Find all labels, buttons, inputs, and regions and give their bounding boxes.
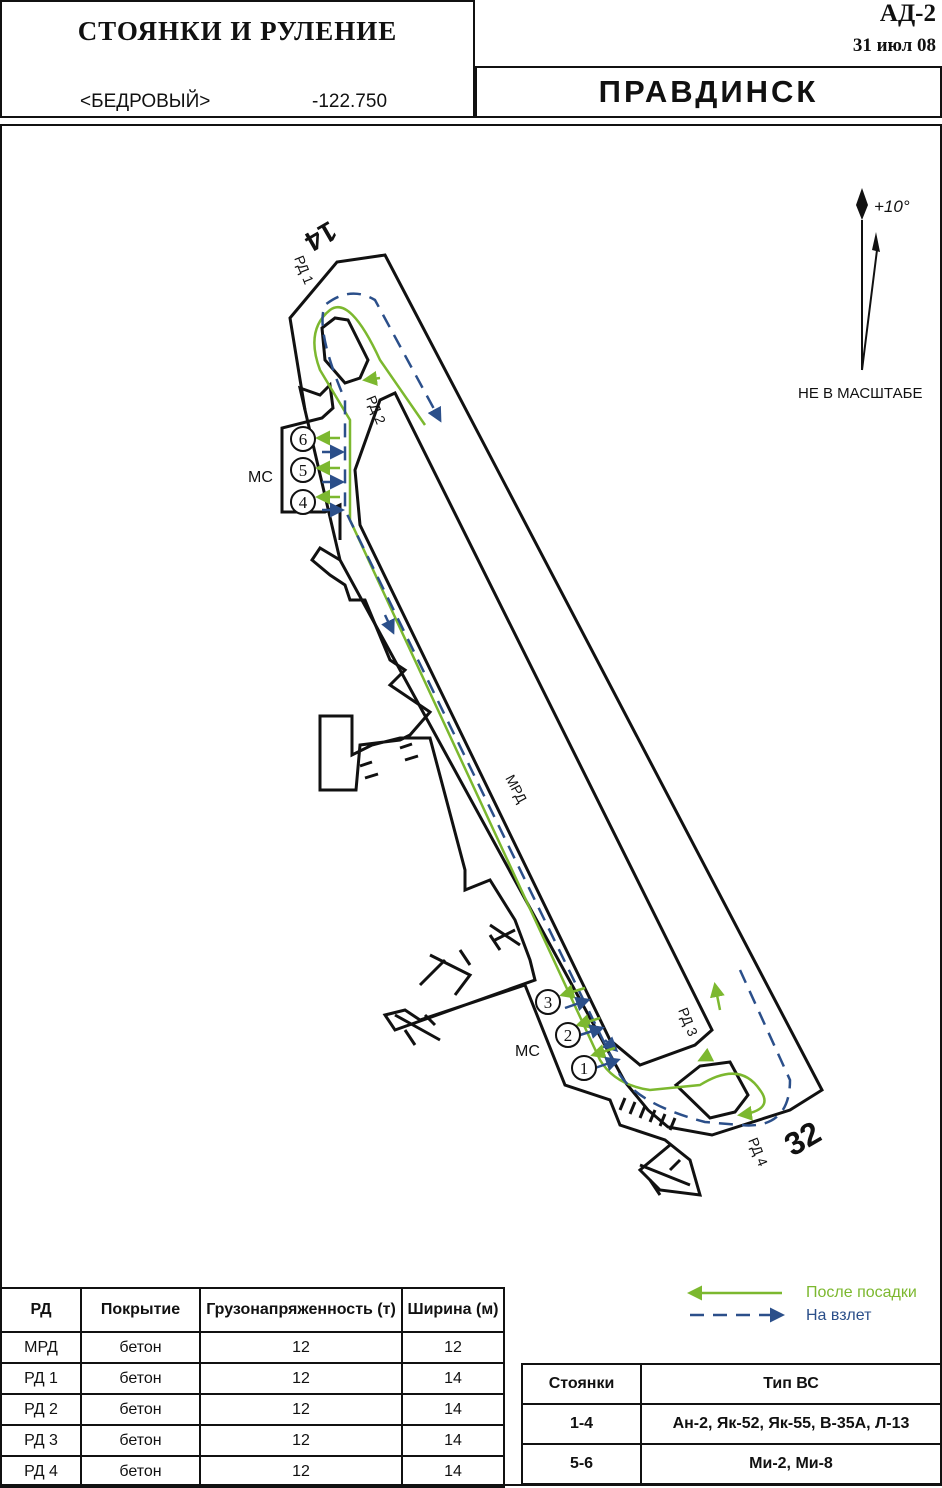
header-cell: Грузонапряженность (т): [199, 1287, 403, 1333]
table-cell: РД 1: [0, 1362, 82, 1395]
header-cell: Ширина (м): [401, 1287, 505, 1333]
table-row: РД 2 бетон 12 14: [0, 1393, 505, 1426]
table-cell: 14: [401, 1455, 505, 1488]
taxiway-label-mrd: МРД: [502, 772, 530, 806]
chart-code: АД-2: [879, 0, 936, 27]
table-row: РД 4 бетон 12 14: [0, 1455, 505, 1488]
taxiway-label-rd4: РД 4: [745, 1135, 771, 1169]
table-cell: 14: [401, 1393, 505, 1426]
stand-table-header: Стоянки Тип ВС: [521, 1363, 942, 1405]
table-cell: бетон: [80, 1362, 201, 1395]
header-cell: Стоянки: [521, 1363, 642, 1405]
stand-5-label: 5: [299, 461, 308, 480]
runway-outline: [288, 253, 824, 1137]
table-cell: Ан-2, Як-52, Як-55, В-35А, Л-13: [640, 1403, 942, 1445]
apron-west-outline: [310, 545, 703, 1197]
legend-after-landing: После посадки: [806, 1284, 917, 1301]
table-cell: 12: [199, 1393, 403, 1426]
scale-note: НЕ В МАСШТАБЕ: [798, 385, 922, 402]
atc-callsign: <БЕДРОВЫЙ>: [80, 91, 211, 112]
route-after-landing-arrow-south: [697, 1047, 715, 1062]
stand-6-label: 6: [299, 430, 308, 449]
north-island: [320, 316, 370, 385]
legend-lines: [687, 1285, 785, 1323]
table-cell: 12: [199, 1424, 403, 1457]
table-cell: 12: [401, 1331, 505, 1364]
table-row: РД 1 бетон 12 14: [0, 1362, 505, 1395]
header-city-box: ПРАВДИНСК: [475, 66, 942, 118]
table-cell: МРД: [0, 1331, 82, 1364]
taxiway-label-rd1: РД 1: [291, 253, 317, 287]
table-cell: Ми-2, Ми-8: [640, 1443, 942, 1485]
table-cell: 14: [401, 1424, 505, 1457]
table-row: МРД бетон 12 12: [0, 1331, 505, 1364]
table-row: РД 3 бетон 12 14: [0, 1424, 505, 1457]
runway-threshold-14: 14: [299, 215, 342, 258]
route-takeoff: [321, 292, 792, 1127]
table-cell: бетон: [80, 1393, 201, 1426]
table-cell: РД 2: [0, 1393, 82, 1426]
apron-label-south: МС: [515, 1043, 540, 1060]
table-row: 1-4 Ан-2, Як-52, Як-55, В-35А, Л-13: [521, 1403, 942, 1445]
taxiway-table-header: РД Покрытие Грузонапряженность (т) Ширин…: [0, 1287, 505, 1333]
north-declination: +10°: [874, 197, 910, 216]
header-cell: Тип ВС: [640, 1363, 942, 1405]
stand-1-label: 1: [580, 1059, 589, 1078]
header-cell: Покрытие: [80, 1287, 201, 1333]
route-takeoff-arrow-1: [381, 614, 395, 635]
table-row: 5-6 Ми-2, Ми-8: [521, 1443, 942, 1485]
runway-threshold-32: 32: [778, 1114, 827, 1163]
header-cell: РД: [0, 1287, 82, 1333]
table-cell: 12: [199, 1455, 403, 1488]
route-after-landing-arrow-north: [362, 370, 381, 386]
stand-3-label: 3: [544, 993, 553, 1012]
atc-frequency: -122.750: [312, 91, 388, 112]
stand-table: Стоянки Тип ВС 1-4 Ан-2, Як-52, Як-55, В…: [521, 1363, 942, 1485]
route-after-landing-arrow-rwy: [709, 982, 725, 1011]
table-cell: 12: [199, 1362, 403, 1395]
stand-marks-south: [359, 742, 677, 1131]
stand-arrows-south: [559, 984, 621, 1072]
south-island: [673, 1060, 750, 1120]
city-name: ПРАВДИНСК: [598, 74, 819, 109]
table-cell: РД 3: [0, 1424, 82, 1457]
stand-arrows-north: [315, 430, 345, 518]
taxiway-table: РД Покрытие Грузонапряженность (т) Ширин…: [0, 1287, 505, 1488]
stand-4-label: 4: [299, 493, 308, 512]
apron-label-north: МС: [248, 469, 273, 486]
chart-title: СТОЯНКИ И РУЛЕНИЕ: [77, 16, 398, 46]
table-cell: 12: [199, 1331, 403, 1364]
table-cell: 14: [401, 1362, 505, 1395]
table-cell: бетон: [80, 1455, 201, 1488]
table-cell: бетон: [80, 1424, 201, 1457]
table-cell: 5-6: [521, 1443, 642, 1485]
table-cell: 1-4: [521, 1403, 642, 1445]
stand-2-label: 2: [564, 1026, 573, 1045]
runway-inner-island: [353, 391, 714, 1067]
legend-takeoff: На взлет: [806, 1307, 872, 1324]
table-cell: бетон: [80, 1331, 201, 1364]
taxiway-label-rd3: РД 3: [675, 1005, 701, 1039]
parked-aircraft-north: [394, 923, 691, 1196]
north-arrow-icon: [856, 188, 880, 371]
table-cell: РД 4: [0, 1455, 82, 1488]
chart-date: 31 июл 08: [852, 35, 936, 56]
header-title-box: СТОЯНКИ И РУЛЕНИЕ <БЕДРОВЫЙ> -122.750: [0, 0, 475, 118]
stand-circles: [290, 426, 597, 1081]
